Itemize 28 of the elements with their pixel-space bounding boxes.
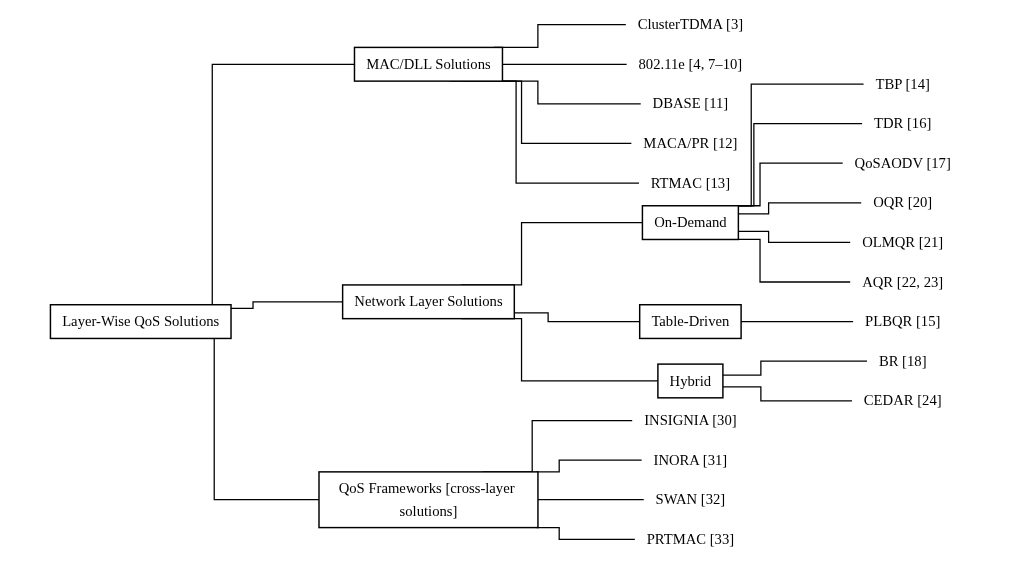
node-box: QoS Frameworks [cross-layer solutions]: [318, 471, 539, 529]
node-box: Layer-Wise QoS Solutions: [49, 304, 232, 340]
node-text: PLBQR [15]: [865, 313, 941, 330]
node-text: CEDAR [24]: [863, 392, 942, 409]
node-text: AQR [22, 23]: [862, 273, 944, 290]
node-text: SWAN [32]: [655, 491, 726, 508]
node-text: ClusterTDMA [3]: [637, 16, 744, 33]
node-text: TBP [14]: [875, 76, 930, 92]
node-box: Table-Driven: [638, 304, 742, 340]
node-box: On-Demand: [641, 205, 740, 241]
connector: [722, 360, 868, 376]
node-box: Network Layer Solutions: [341, 284, 516, 320]
node-text: TDR [16]: [873, 115, 932, 132]
node-text: BR [18]: [878, 353, 927, 369]
node-text: INORA [31]: [653, 452, 728, 468]
node-text: DBASE [11]: [652, 95, 729, 112]
node-box: MAC/DLL Solutions: [353, 46, 504, 82]
node-text: MACA/PR [12]: [643, 135, 738, 152]
node-text: PRTMAC [33]: [646, 531, 735, 547]
node-box: Hybrid: [657, 363, 724, 399]
node-text: OLMQR [21]: [862, 234, 944, 250]
node-text: 802.11e [4, 7–10]: [638, 56, 743, 72]
node-text: INSIGNIA [30]: [644, 412, 737, 429]
connector: [722, 386, 853, 402]
connector: [537, 499, 645, 501]
node-text: QoSAODV [17]: [854, 155, 951, 171]
node-text: RTMAC [13]: [650, 174, 731, 191]
node-text: OQR [20]: [873, 194, 933, 211]
